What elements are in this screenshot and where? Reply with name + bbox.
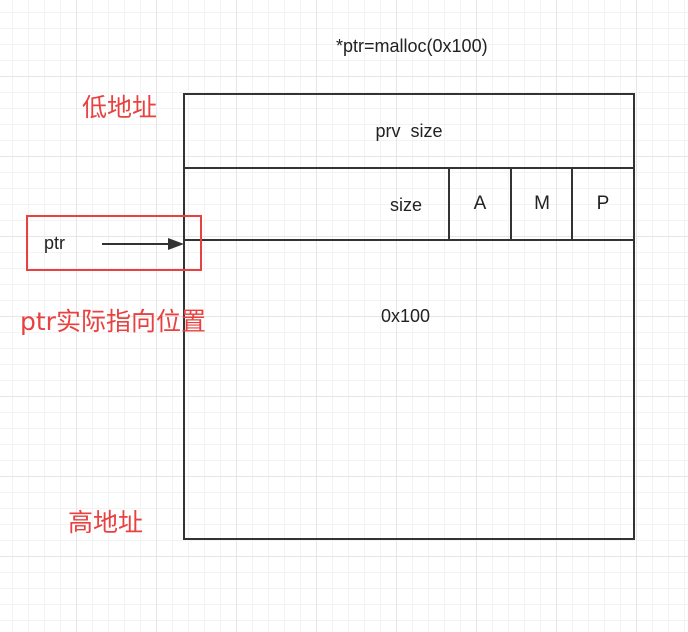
pointer-arrow-icon: [102, 238, 184, 250]
heap-chunk: [183, 93, 635, 540]
flag-p-cell: P: [571, 169, 633, 239]
prev-size-field: prv size: [185, 95, 633, 169]
data-size-label: 0x100: [381, 306, 431, 326]
flag-a-label: A: [473, 193, 487, 214]
prev-size-label: prv size: [375, 120, 443, 141]
high-address-label: 高地址: [68, 508, 144, 537]
size-field: [185, 169, 633, 241]
ptr-highlight-box: [26, 215, 202, 271]
flag-m-cell: M: [510, 169, 572, 239]
flag-p-label: P: [596, 193, 610, 214]
flag-a-cell: A: [448, 169, 510, 239]
size-label: size: [390, 195, 423, 215]
flag-m-label: M: [534, 193, 550, 214]
ptr-actual-position-label: ptr实际指向位置: [20, 307, 206, 336]
diagram-title: *ptr=malloc(0x100): [336, 36, 488, 56]
ptr-label: ptr: [44, 233, 66, 253]
low-address-label: 低地址: [82, 93, 158, 122]
